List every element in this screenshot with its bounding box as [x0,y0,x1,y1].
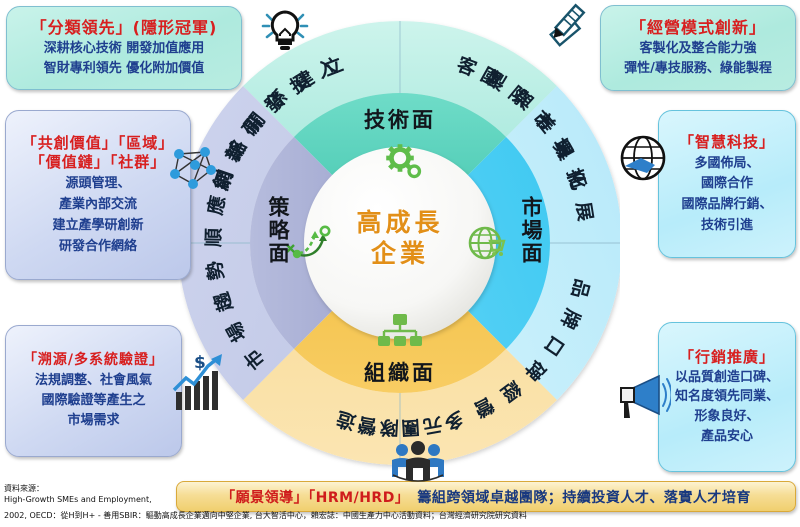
callout-business-model-innovation[interactable]: 「經營模式創新」 客製化及整合能力強 彈性/專技服務、綠能製程 [600,5,796,91]
callout-heading: 「共創價值」「區域」 [21,134,175,153]
bottom-banner[interactable]: 「願景領導」「HRM/HRD」 籌組跨領域卓越團隊；持續投資人才、落實人才培育 [176,481,796,512]
callout-line: 多國佈局、 [694,155,760,171]
wheel-svg [178,21,622,465]
callout-heading: 「智慧科技」 [678,132,775,151]
callout-line: 產品安心 [700,429,753,445]
outer-ring-char: 營 [356,412,379,438]
center-line-1: 高成長 [356,208,444,237]
pencil-ruler-icon [549,3,586,47]
inner-ring-segments [250,93,550,393]
callout-category-leader[interactable]: 「分類領先」(隱形冠軍) 深耕核心技術 開發加值應用 智財專利領先 優化附加價值 [6,6,242,90]
callout-heading: 「分類領先」(隱形冠軍) [30,18,218,38]
callout-line: 國際品牌行銷、 [681,197,773,213]
banner-red-text: 「願景領導」「HRM/HRD」 [221,489,410,506]
outer-ring-char: 團 [400,415,421,439]
org-chart-icon [378,314,422,346]
callout-line: 以品質創造口碑、 [674,369,779,385]
callout-line: 建立產學研創新 [52,217,144,233]
callout-line: 源頭管理、 [65,175,131,191]
callout-heading: 「經營模式創新」 [629,18,766,38]
outer-ring-char: 展 [571,200,597,223]
callout-marketing-promotion[interactable]: 「行銷推廣」 以品質創造口碑、 知名度領先同業、 形象良好、 產品安心 [658,322,796,472]
callout-line: 深耕核心技術 開發加值應用 [43,41,205,57]
callout-line: 研發合作網絡 [58,238,137,254]
center-line-2: 企業 [370,238,429,268]
source-footer: 資料來源： High-Growth SMEs and Employment, [4,484,484,506]
callout-line: 國際合作 [700,176,753,192]
source-line-2: High-Growth SMEs and Employment, [4,494,152,504]
svg-text:$: $ [194,353,206,373]
callout-heading: 「行銷推廣」 [678,347,775,366]
callout-heading: 「價值鏈」「社群」 [29,153,167,172]
banner-blue-text: 籌組跨領域卓越團隊；持續投資人才、落實人才培育 [417,489,751,506]
source-line-3: 2002, OECD：從H到H+ - 善用SBIR：驅動高成長企業邁向中堅企業,… [4,511,527,520]
callout-heading: 「溯源/多系統驗證」 [22,352,165,369]
bar-chart-dollar-icon: $ [172,353,222,410]
callout-line: 知名度領先同業、 [674,389,779,405]
center-label: 高成長 企業 [320,208,480,269]
megaphone-icon [620,374,671,418]
strategy-arrows-icon [286,225,331,259]
inner-label-market: 市場面 [519,196,543,265]
callout-line: 形象良好、 [694,409,760,425]
center-disc [304,147,496,339]
gear-icon [386,144,422,179]
network-nodes-icon [170,147,216,189]
callout-traceability-verification[interactable]: 「溯源/多系統驗證」 法規調整、社會風氣 國際驗證等產生之 市場需求 [5,325,182,457]
callout-line: 國際驗證等產生之 [41,392,146,408]
outer-ring-char: 順 [202,228,225,248]
callout-line: 技術引進 [700,218,753,234]
callout-line: 產業內部交流 [58,196,137,212]
outer-ring-char: 勢 [203,259,229,282]
globe-cart-icon [468,226,506,260]
callout-line: 市場需求 [67,412,120,428]
inner-label-org: 組織面 [364,361,436,385]
outer-ring-char: 元 [421,412,444,438]
outer-ring-char: 應 [204,193,230,217]
callout-line: 彈性/專技服務、綠能製程 [624,61,772,76]
callout-smart-technology[interactable]: 「智慧科技」 多國佈局、 國際合作 國際品牌行銷、 技術引進 [658,110,796,258]
inner-label-tech: 技術面 [364,108,436,132]
callout-line: 客製化及整合能力強 [639,41,757,57]
inner-label-strategy: 策略面 [266,196,290,265]
source-line-1: 資料來源： [4,484,44,493]
outer-ring-char: 隊 [379,415,400,439]
callout-co-created-value[interactable]: 「共創價值」「區域」 「價值鏈」「社群」 源頭管理、 產業內部交流 建立產學研創… [5,110,191,280]
people-group-icon [392,441,444,482]
callout-line: 法規調整、社會風氣 [34,372,152,388]
lightbulb-icon [261,10,309,50]
growth-wheel: 技術面 市場面 組織面 策略面 高成長 企業 創新研發投入創新研發投入客製與差異… [178,8,622,478]
callout-line: 智財專利領先 優化附加價值 [43,61,205,76]
globe-icon [620,135,666,181]
